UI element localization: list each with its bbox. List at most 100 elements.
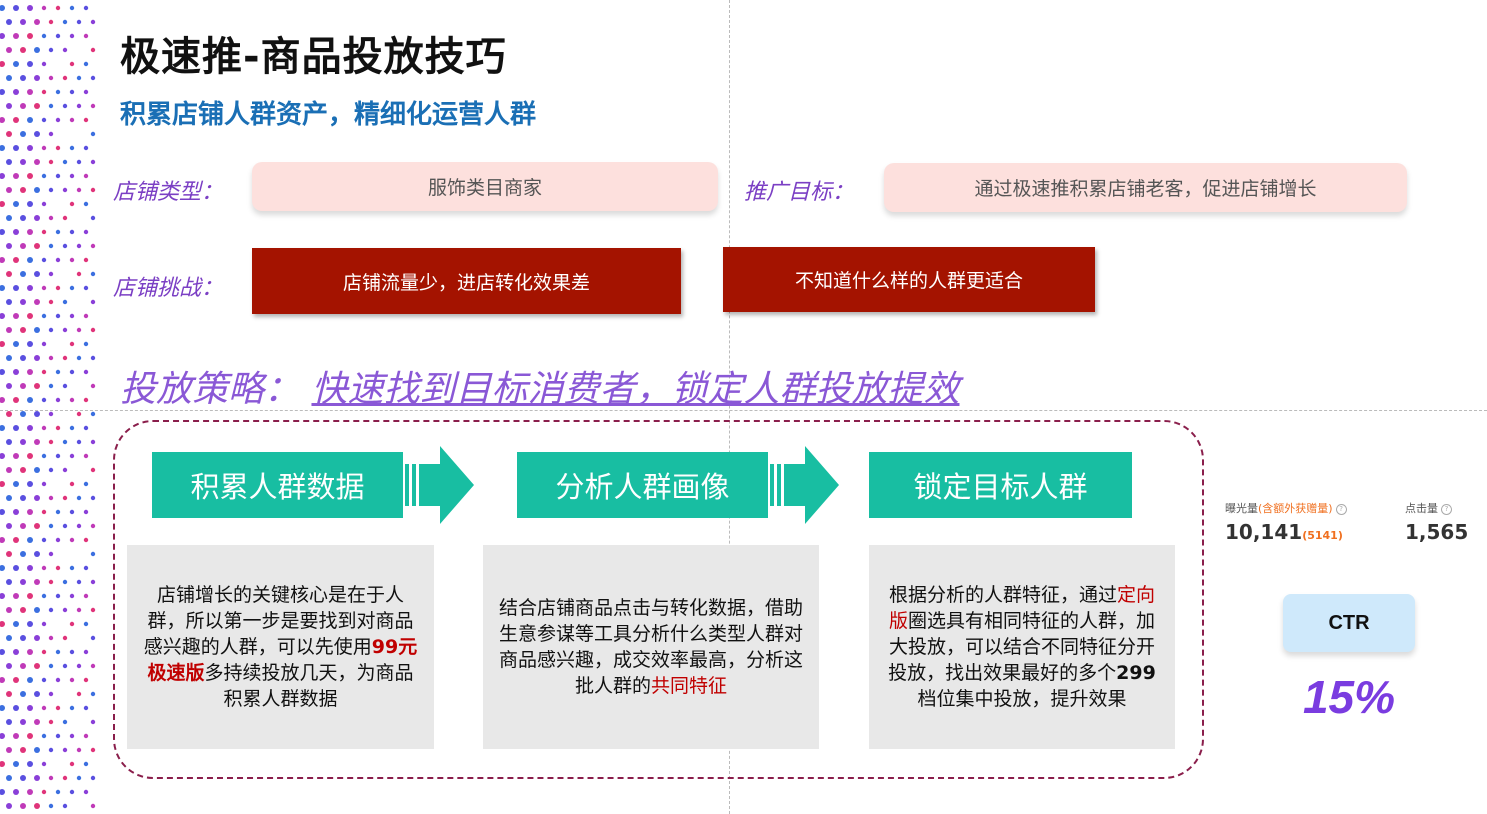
- decorative-dot: [6, 299, 12, 305]
- decorative-dot: [83, 257, 89, 263]
- decorative-dot: [13, 565, 19, 571]
- decorative-dot: [83, 789, 89, 795]
- decorative-dot: [0, 733, 5, 739]
- decorative-dot: [55, 5, 61, 11]
- decorative-dot: [55, 397, 61, 403]
- challenge-box-1: 店铺流量少，进店转化效果差: [252, 248, 681, 314]
- decorative-dot: [27, 677, 33, 683]
- decorative-dot: [90, 187, 96, 193]
- decorative-dot: [20, 75, 26, 81]
- strategy-line: 投放策略： 快速找到目标消费者，锁定人群投放提效: [120, 360, 959, 412]
- guide-line-vertical: [729, 0, 730, 814]
- decorative-dot: [27, 733, 33, 739]
- decorative-dot: [62, 299, 68, 305]
- decorative-dot: [41, 677, 47, 683]
- decorative-dot: [34, 635, 40, 641]
- decorative-dot: [90, 75, 96, 81]
- decorative-dot: [13, 145, 19, 151]
- decorative-dot: [0, 537, 5, 543]
- decorative-dot: [62, 47, 68, 53]
- decorative-dot: [0, 649, 5, 655]
- decorative-dot: [69, 117, 75, 123]
- decorative-dot: [90, 327, 96, 333]
- decorative-dot: [62, 579, 68, 585]
- decorative-dot: [62, 439, 68, 445]
- decorative-dot: [6, 439, 12, 445]
- decorative-dot: [20, 663, 26, 669]
- step-2-title: 分析人群画像: [517, 452, 768, 518]
- decorative-dot: [48, 803, 54, 809]
- decorative-dot: [27, 369, 33, 375]
- page-subtitle: 积累店铺人群资产，精细化运营人群: [120, 100, 537, 130]
- decorative-dot: [41, 565, 47, 571]
- decorative-dot: [90, 355, 96, 361]
- decorative-dot: [6, 495, 12, 501]
- decorative-dot: [83, 593, 89, 599]
- decorative-dot: [62, 215, 68, 221]
- decorative-dot: [90, 299, 96, 305]
- decorative-dot: [69, 761, 75, 767]
- decorative-dot: [34, 103, 40, 109]
- decorative-dot: [48, 271, 54, 277]
- step-3-title: 锁定目标人群: [869, 452, 1132, 518]
- decorative-dot: [0, 789, 5, 795]
- decorative-dot: [34, 243, 40, 249]
- decorative-dot: [41, 593, 47, 599]
- decorative-dot: [69, 481, 75, 487]
- help-icon[interactable]: ?: [1335, 503, 1347, 515]
- decorative-dot: [27, 117, 33, 123]
- decorative-dot: [20, 19, 26, 25]
- decorative-dot: [69, 677, 75, 683]
- decorative-dot: [13, 481, 19, 487]
- decorative-dot: [27, 173, 33, 179]
- decorative-dot: [90, 411, 96, 417]
- decorative-dot: [6, 103, 12, 109]
- decorative-dot: [48, 159, 54, 165]
- decorative-dot: [34, 299, 40, 305]
- decorative-dot: [55, 649, 61, 655]
- decorative-dot: [48, 411, 54, 417]
- decorative-dot: [13, 789, 19, 795]
- decorative-dot: [27, 341, 33, 347]
- decorative-dot: [90, 635, 96, 641]
- decorative-dot: [48, 19, 54, 25]
- help-icon[interactable]: ?: [1441, 503, 1452, 515]
- decorative-dot: [69, 313, 75, 319]
- decorative-dot: [90, 747, 96, 753]
- decorative-dot: [69, 705, 75, 711]
- decorative-dot: [76, 523, 82, 529]
- decorative-dot: [76, 159, 82, 165]
- decorative-dot: [13, 257, 19, 263]
- decorative-dot: [76, 187, 82, 193]
- decorative-dot: [0, 481, 5, 487]
- decorative-dot: [90, 551, 96, 557]
- decorative-dot: [69, 621, 75, 627]
- decorative-dot: [6, 131, 12, 137]
- decorative-dot: [83, 201, 89, 207]
- decorative-dot: [55, 425, 61, 431]
- decorative-dot: [34, 47, 40, 53]
- decorative-dot: [13, 33, 19, 39]
- decorative-dot: [69, 509, 75, 515]
- decorative-dot: [6, 467, 12, 473]
- decorative-dot: [41, 61, 47, 67]
- decorative-dot: [62, 187, 68, 193]
- decorative-dot: [34, 215, 40, 221]
- decorative-dot: [41, 173, 47, 179]
- decorative-dot: [0, 173, 5, 179]
- decorative-dot: [41, 761, 47, 767]
- decorative-dot: [76, 103, 82, 109]
- decorative-dot: [34, 747, 40, 753]
- store-challenge-label: 店铺挑战：: [113, 276, 224, 301]
- decorative-dot: [6, 747, 12, 753]
- decorative-dot: [34, 691, 40, 697]
- decorative-dot: [62, 775, 68, 781]
- decorative-dot: [13, 397, 19, 403]
- decorative-dot: [90, 159, 96, 165]
- arrow-right-icon: [770, 446, 839, 524]
- decorative-dot: [41, 397, 47, 403]
- decorative-dot: [27, 61, 33, 67]
- decorative-dot: [20, 439, 26, 445]
- decorative-dot: [83, 173, 89, 179]
- decorative-dot: [34, 495, 40, 501]
